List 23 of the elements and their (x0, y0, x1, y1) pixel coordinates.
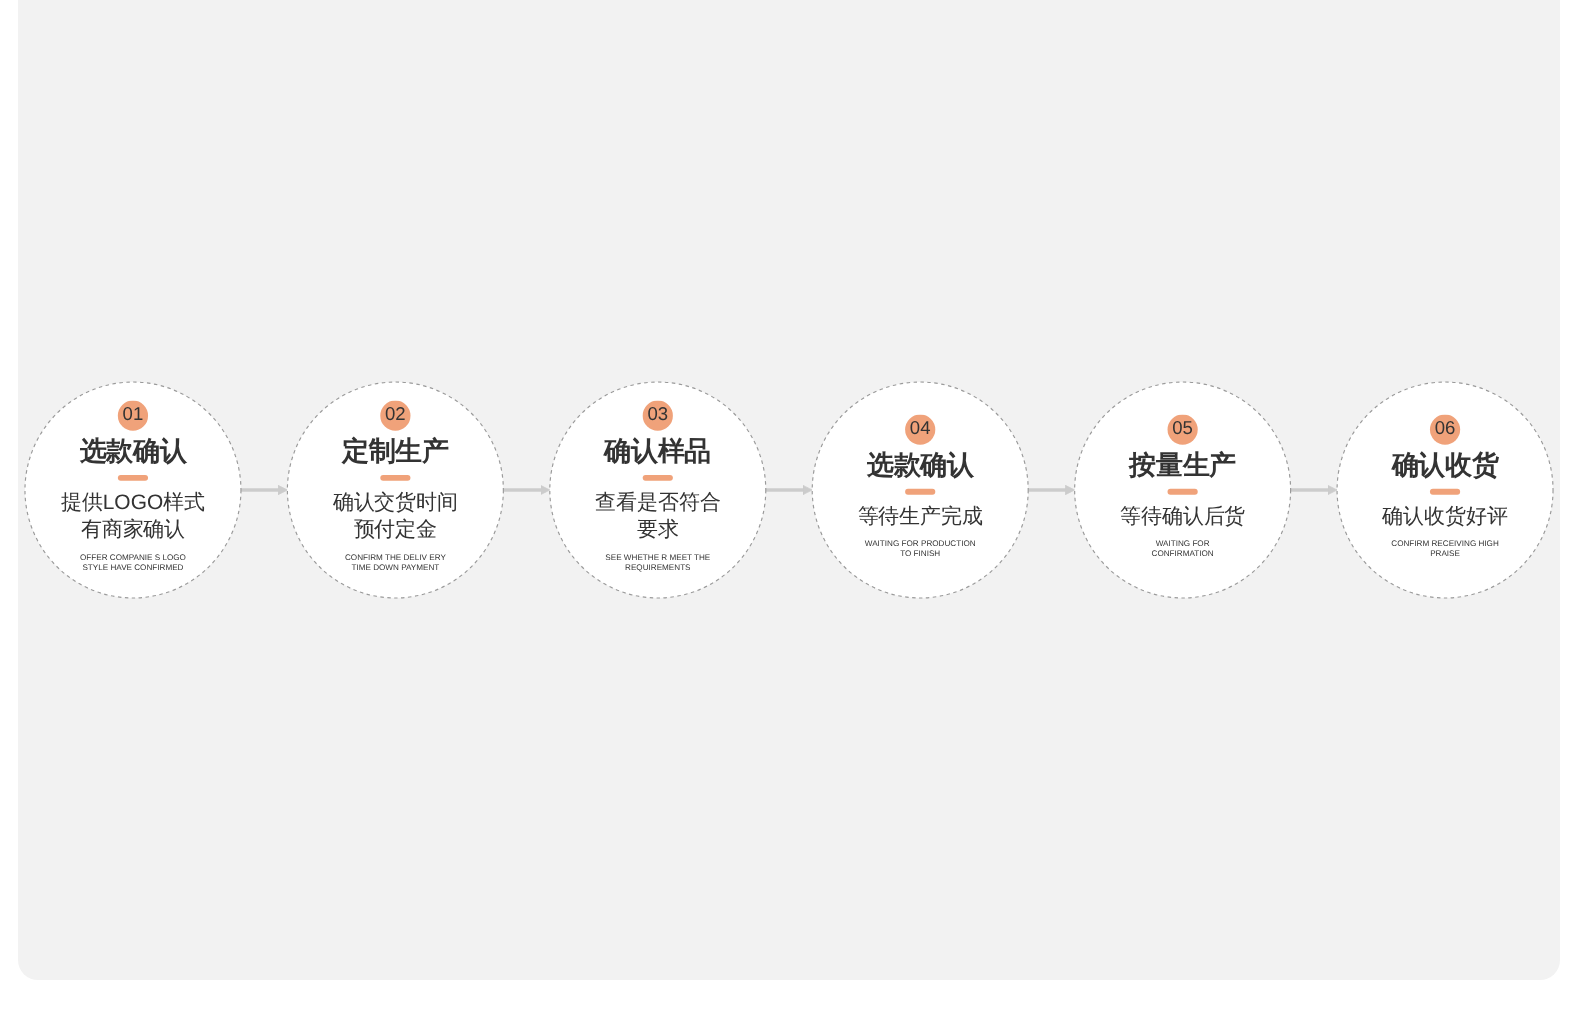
arrow (240, 484, 288, 496)
arrow (1290, 484, 1338, 496)
step-title: 确认收货 (1340, 447, 1550, 502)
step-circle (1336, 381, 1554, 599)
step-title: 选款确认 (815, 447, 1025, 502)
step-circle (24, 381, 242, 599)
step-description: 等待生产完成 (855, 501, 985, 530)
arrow (503, 484, 551, 496)
step-description: 查看是否符合要求 (593, 488, 723, 544)
step-description: 等待确认后货 (1117, 501, 1248, 530)
step-circle (549, 381, 767, 599)
step-circle (811, 381, 1029, 599)
arrow (765, 484, 813, 496)
step-description: 提供LOGO样式有商家确认 (60, 488, 206, 544)
step-title: 定制生产 (290, 433, 500, 488)
step-circle (1074, 381, 1292, 599)
step-title: 选款确认 (28, 433, 238, 488)
step-title: 按量生产 (1078, 447, 1288, 502)
step-title: 确认样品 (553, 433, 763, 488)
step-description: 确认交货时间预付定金 (330, 488, 461, 544)
arrow (1028, 484, 1076, 496)
step-description: 确认收货好评 (1380, 501, 1510, 530)
step-circle (286, 381, 504, 599)
